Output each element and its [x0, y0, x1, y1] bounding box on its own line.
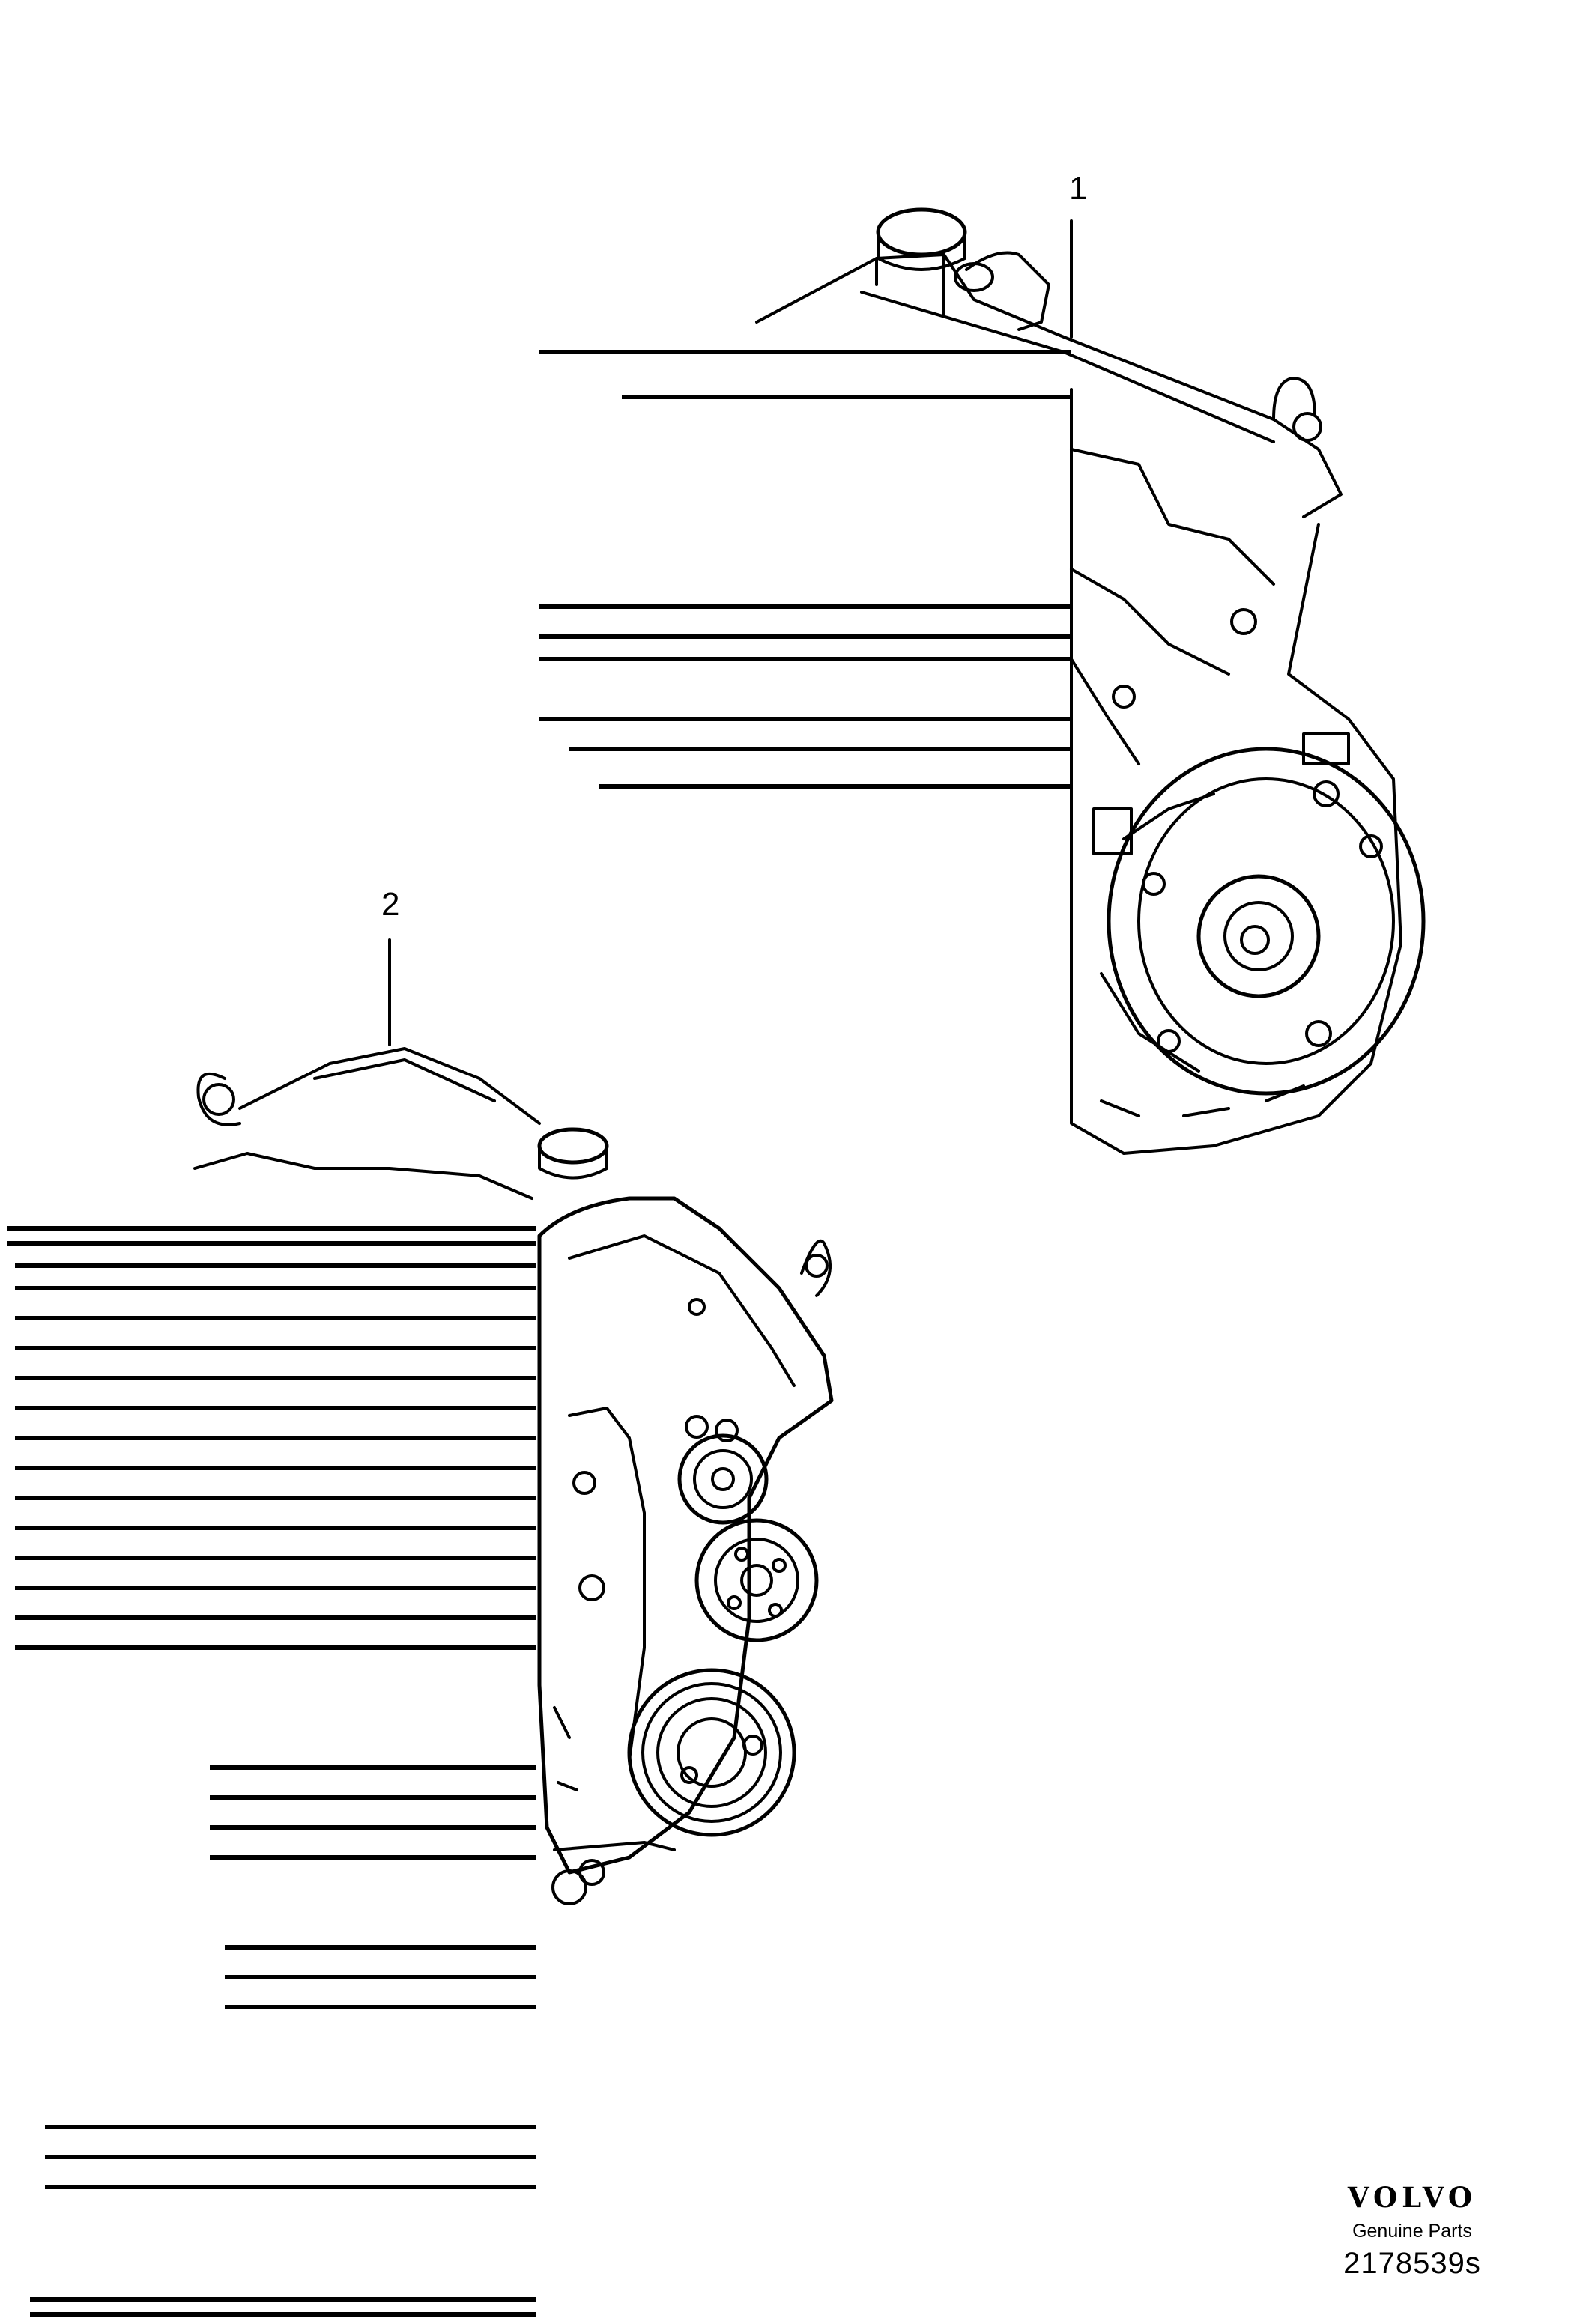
engine-2-illustration: [193, 938, 834, 1905]
volvo-logo: VOLVO: [1347, 2181, 1477, 2214]
callout-label-2: 2: [381, 886, 400, 923]
engine-1-illustration: [755, 207, 1426, 1155]
figure-code: 2178539s: [1343, 2247, 1481, 2280]
callout-label-1: 1: [1069, 170, 1088, 207]
scan-hatching: [7, 350, 1071, 2317]
brand-tagline: Genuine Parts: [1352, 2221, 1472, 2242]
brand-block: VOLVO Genuine Parts 2178539s: [1315, 2184, 1510, 2281]
